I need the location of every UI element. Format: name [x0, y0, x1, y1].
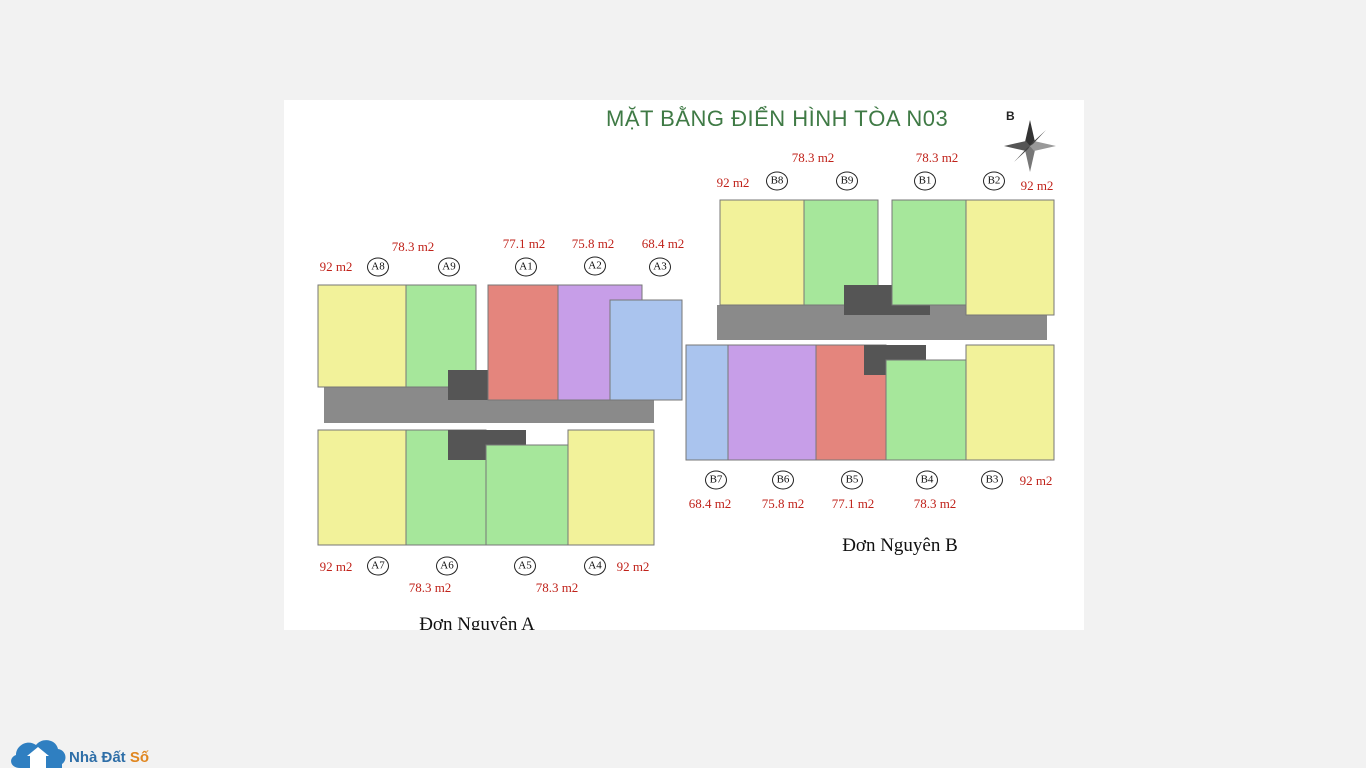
area-label-b7: 68.4 m2	[688, 496, 732, 511]
area-label-b8: 92 m2	[716, 175, 750, 190]
unit-badge-b5: B5	[841, 470, 863, 490]
unit-badge-a5: A5	[514, 556, 536, 576]
unit-badge-a2: A2	[584, 256, 606, 276]
area-label-a2: 75.8 m2	[571, 236, 615, 251]
unit-b9	[803, 199, 879, 306]
area-label-a9: 78.3 m2	[391, 239, 435, 254]
logo-text: Nhà Đất Số	[69, 749, 150, 766]
unit-b3	[965, 344, 1055, 461]
area-label-a3: 68.4 m2	[641, 236, 685, 251]
area-label-b1: 78.3 m2	[915, 150, 959, 165]
unit-a4	[567, 429, 655, 546]
unit-badge-b3: B3	[981, 470, 1003, 490]
area-label-b4: 78.3 m2	[913, 496, 957, 511]
area-label-a8: 92 m2	[319, 259, 353, 274]
unit-b8	[719, 199, 805, 306]
area-label-b6: 75.8 m2	[761, 496, 805, 511]
unit-badge-b2: B2	[983, 171, 1005, 191]
unit-a5	[485, 444, 569, 546]
unit-badge-a7: A7	[367, 556, 389, 576]
unit-a7	[317, 429, 407, 546]
unit-badge-a3: A3	[649, 257, 671, 277]
area-label-b2: 92 m2	[1020, 178, 1054, 193]
unit-badge-a4: A4	[584, 556, 606, 576]
unit-badge-a1: A1	[515, 257, 537, 277]
compass-label: B	[1006, 109, 1015, 123]
unit-a1	[487, 284, 559, 401]
unit-badge-a6: A6	[436, 556, 458, 576]
area-label-a6: 78.3 m2	[408, 580, 452, 595]
unit-badge-b1: B1	[914, 171, 936, 191]
unit-badge-a9: A9	[438, 257, 460, 277]
area-label-a4: 92 m2	[616, 559, 650, 574]
unit-badge-b6: B6	[772, 470, 794, 490]
unit-badge-b9: B9	[836, 171, 858, 191]
floor-plan-drawing	[317, 120, 1056, 546]
unit-b2	[965, 199, 1055, 316]
unit-b6	[727, 344, 817, 461]
area-label-a5: 78.3 m2	[535, 580, 579, 595]
unit-b1	[891, 199, 967, 306]
unit-a8	[317, 284, 407, 388]
section-label-b: Đơn Nguyên B	[842, 535, 958, 556]
unit-badge-b7: B7	[705, 470, 727, 490]
plan-title: MẶT BẰNG ĐIỂN HÌNH TÒA N03	[606, 106, 949, 131]
section-label-a: Đơn Nguyên A	[419, 614, 535, 630]
compass-rose-icon	[1004, 120, 1056, 172]
unit-badge-b4: B4	[916, 470, 938, 490]
cloud-house-icon	[11, 740, 66, 768]
site-logo[interactable]: Nhà Đất Số	[8, 733, 168, 768]
floor-plan-figure: MẶT BẰNG ĐIỂN HÌNH TÒA N03 B 92 m2 78.3 …	[284, 100, 1084, 630]
area-label-b9: 78.3 m2	[791, 150, 835, 165]
unit-a3	[609, 299, 683, 401]
area-label-a1: 77.1 m2	[502, 236, 546, 251]
unit-badge-a8: A8	[367, 257, 389, 277]
unit-badge-b8: B8	[766, 171, 788, 191]
area-label-a7: 92 m2	[319, 559, 353, 574]
unit-b4	[885, 359, 967, 461]
area-label-b5: 77.1 m2	[831, 496, 875, 511]
area-label-b3: 92 m2	[1019, 473, 1053, 488]
